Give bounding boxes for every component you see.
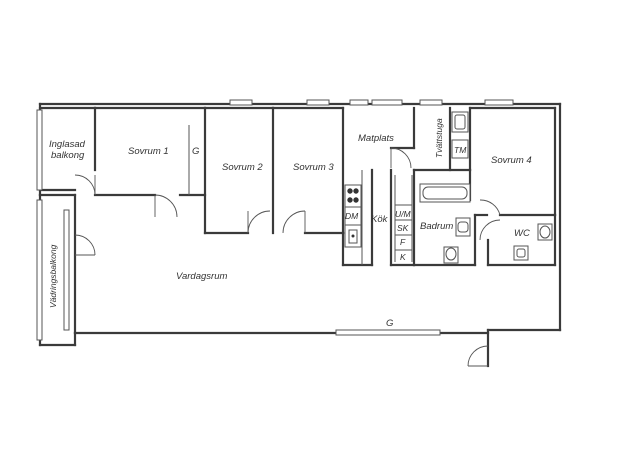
sovrum-3-label: Sovrum 3 [293,162,334,173]
inglasad-balkong-label-1: Inglasad [49,139,86,150]
doors [74,147,501,367]
closet-g-label: G [192,146,199,157]
sovrum-4-label: Sovrum 4 [491,155,532,166]
k-label: K [400,252,406,262]
inglasad-balkong-label-2: balkong [51,150,85,161]
dm-label: DM [345,211,359,221]
hall-g-label: G [386,318,393,329]
vardagsrum-label: Vardagsrum [176,271,227,282]
vadringsbalkong-label: Vädringsbalkong [48,244,58,308]
kok-label: Kök [371,214,389,225]
kitchen-fixtures [344,170,413,265]
bathroom-fixtures [419,111,553,264]
badrum-label: Badrum [420,221,453,232]
f-label: F [400,237,406,247]
windows [36,99,514,341]
outer-walls [38,102,562,368]
tm-label: TM [454,145,467,155]
room-labels: Inglasad balkong Sovrum 1 G Sovrum 2 Sov… [48,118,532,329]
sovrum-2-label: Sovrum 2 [222,162,263,173]
wc-label: WC [514,228,530,239]
um-label: U/M [395,209,412,219]
inner-walls [38,106,557,267]
tvattstuga-label: Tvättstuga [434,118,444,158]
sovrum-1-label: Sovrum 1 [128,146,169,157]
matplats-label: Matplats [358,133,394,144]
sk-label: SK [397,223,409,233]
